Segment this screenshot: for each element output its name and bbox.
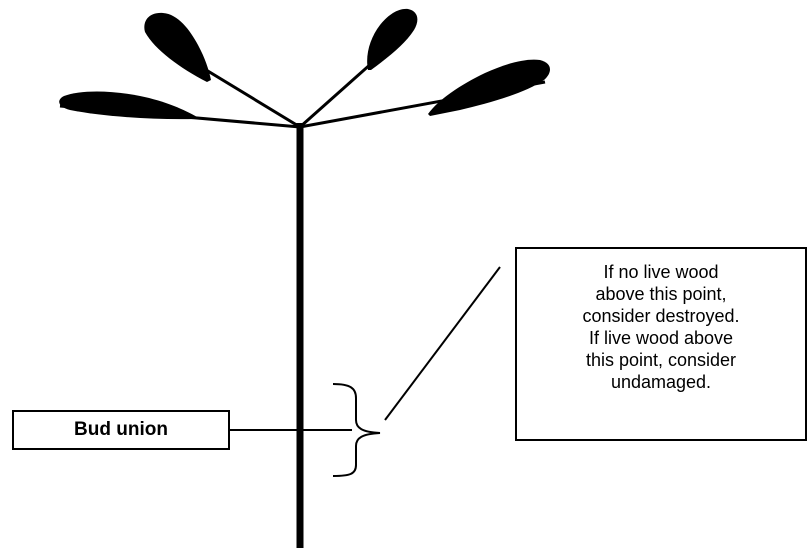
note-line: this point, consider bbox=[585, 350, 737, 370]
leaf-lower-right bbox=[428, 59, 550, 116]
note-line: If no live wood bbox=[603, 262, 719, 282]
note-leader-line bbox=[384, 266, 501, 421]
leaf-lower-left bbox=[59, 91, 198, 120]
leaf-upper-left bbox=[144, 12, 211, 83]
bud-union-brace bbox=[332, 383, 381, 477]
note-line: above this point, bbox=[595, 284, 727, 304]
note-line: If live wood above bbox=[588, 328, 734, 348]
note-line: undamaged. bbox=[610, 372, 712, 392]
leaf-upper-right bbox=[367, 8, 418, 70]
damage-assessment-note: If no live wood above this point, consid… bbox=[515, 247, 807, 441]
note-line: consider destroyed. bbox=[582, 306, 740, 326]
bud-union-label: Bud union bbox=[12, 410, 230, 450]
